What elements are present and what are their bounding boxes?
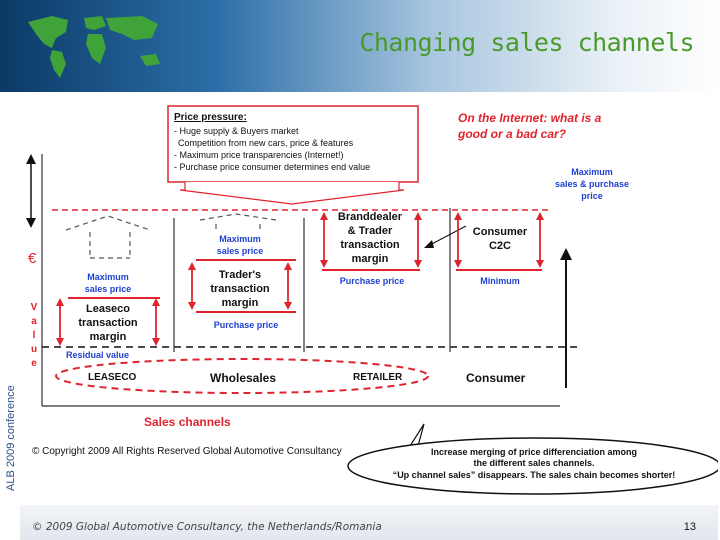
arrow-down-icon [454,260,462,268]
page-title: Changing sales channels [359,28,694,57]
consumer-minimum-label: Minimum [480,276,520,286]
arrow-up-icon [560,248,572,260]
trader-purchase-label: Purchase price [214,320,279,330]
header-banner: Changing sales channels [0,0,720,92]
leaseco-margin-label: transaction [78,317,138,329]
price-pressure-heading: Price pressure: [174,112,247,123]
arrow-down-icon [284,302,292,310]
arrow-up-icon [454,212,462,220]
side-conference-label: ALB 2009 conference [5,385,17,491]
leaseco-max-price: sales price [85,284,132,294]
brand-margin-label: Branddealer [338,211,403,223]
max-sales-purchase-label: Maximum [571,167,613,177]
value-letter: V [31,302,38,313]
connector-line [427,225,467,247]
arrow-down-icon [152,338,160,346]
leaseco-margin-label: Leaseco [86,303,130,315]
footer-bar [20,505,718,540]
internet-question: On the Internet: what is a [458,111,602,125]
pressure-funnel-arrow [179,182,405,205]
euro-sign: € [28,250,37,267]
residual-value-label: Residual value [66,350,129,360]
arrow-down-icon [536,260,544,268]
channel-wholesales: Wholesales [210,371,276,385]
arrow-down-icon [320,260,328,268]
merging-note-text: “Up channel sales” disappears. The sales… [393,470,676,480]
value-letter: a [31,316,37,327]
internet-question: good or a bad car? [457,127,567,141]
diagram-panel: Price pressure: - Huge supply & Buyers m… [20,98,720,498]
brand-margin-label: transaction [340,239,400,251]
arrow-up-icon [284,262,292,270]
value-letter: e [31,358,37,369]
channel-leaseco: LEASECO [88,372,137,383]
price-pressure-item: - Huge supply & Buyers market [174,126,299,136]
trader-margin-label: Trader's [219,269,261,281]
trader-margin-label: transaction [210,283,270,295]
trader-max-price: Maximum [219,234,261,244]
value-letter: l [33,330,36,341]
brand-margin-label: & Trader [348,225,393,237]
channel-retailer: RETAILER [353,372,403,383]
price-pressure-item: - Maximum price transparencies (Internet… [174,150,344,160]
channel-consumer: Consumer [466,371,526,385]
arrow-down-icon [188,302,196,310]
price-pressure-item: - Purchase price consumer determines end… [174,162,370,172]
page-number: 13 [683,521,696,533]
trader-max-price: sales price [217,246,264,256]
arrow-up-icon [320,212,328,220]
brand-purchase-label: Purchase price [340,276,405,286]
channels-ellipse [55,358,429,394]
value-letter: u [31,344,37,355]
merging-note-text: the different sales channels. [473,458,594,468]
arrow-down-icon [56,338,64,346]
callout-pointer [408,423,425,447]
arrow-up-icon [536,212,544,220]
dashed-house-shape [65,215,151,259]
arrow-down-icon [414,260,422,268]
world-map-icon [28,16,160,78]
dashed-house-shape [199,213,277,230]
footer-text: © 2009 Global Automotive Consultancy, th… [32,521,382,533]
arrow-up-icon [26,154,36,164]
trader-margin-label: margin [222,297,259,309]
price-pressure-box [167,105,419,183]
arrow-up-icon [188,262,196,270]
max-sales-purchase-label: sales & purchase [555,179,629,189]
consumer-c2c-label: C2C [489,240,511,252]
max-sales-purchase-label: price [581,191,603,201]
arrow-up-icon [56,298,64,306]
sales-channel-diagram: Price pressure: - Huge supply & Buyers m… [26,105,720,495]
arrow-up-icon [152,298,160,306]
sales-channels-label: Sales channels [144,415,231,429]
copyright-text: © Copyright 2009 All Rights Reserved Glo… [32,446,342,457]
price-pressure-item: Competition from new cars, price & featu… [178,138,354,148]
arrow-left-icon [424,240,434,248]
consumer-c2c-label: Consumer [473,226,528,238]
arrow-down-icon [26,218,36,228]
merging-note-ellipse [347,437,720,495]
leaseco-max-price: Maximum [87,272,129,282]
arrow-up-icon [414,212,422,220]
merging-note-text: Increase merging of price differenciatio… [431,447,637,457]
brand-margin-label: margin [352,253,389,265]
leaseco-margin-label: margin [90,331,127,343]
